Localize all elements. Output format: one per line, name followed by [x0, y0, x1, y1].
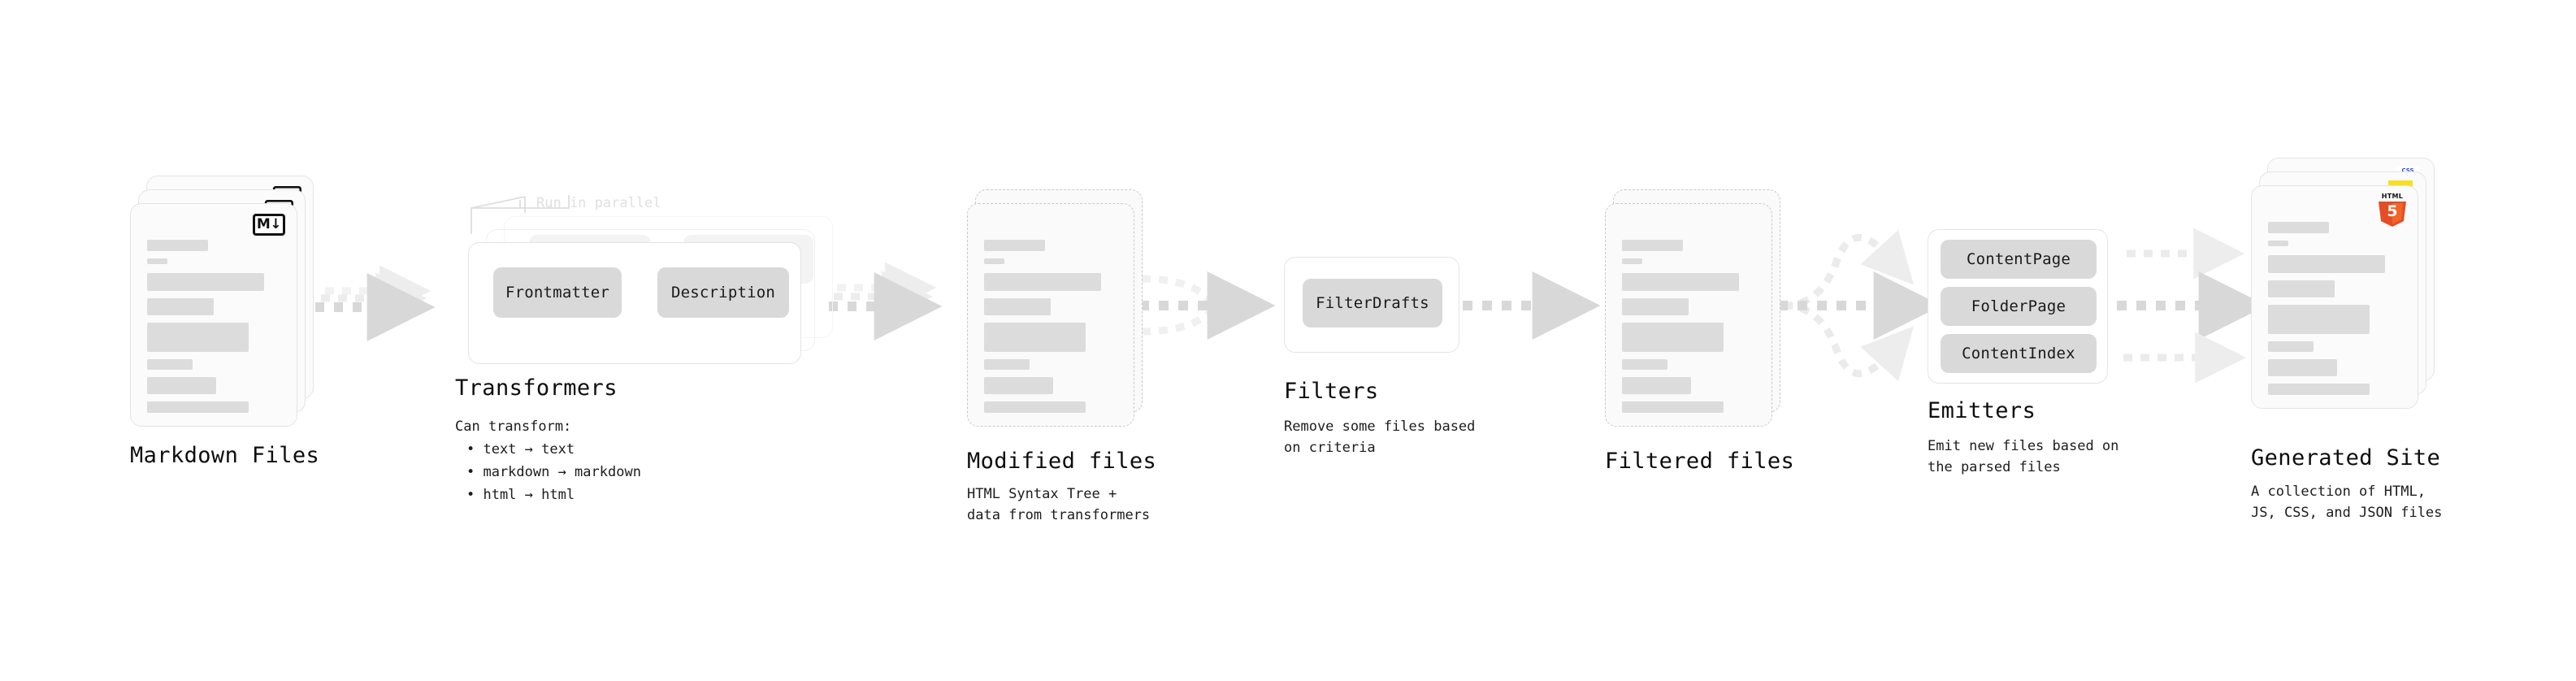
chip-contentpage[interactable]: ContentPage — [1941, 240, 2097, 279]
skeleton-lines — [984, 240, 1117, 420]
stage-title-filtered-files: Filtered files — [1605, 449, 1795, 474]
modified-files-caption: HTML Syntax Tree + data from transformer… — [967, 486, 1151, 524]
filters-caption: Remove some files based on criteria — [1284, 419, 1476, 457]
site-doc-front[interactable]: HTML 5 — [2251, 185, 2418, 409]
emitters-card[interactable]: ContentPage FolderPage ContentIndex — [1928, 229, 2108, 384]
transformers-list-item-1: • markdown → markdown — [466, 464, 641, 480]
html5-shield-inner — [2392, 203, 2403, 224]
connector-filtered-to-emitters — [1778, 229, 1942, 382]
skeleton-lines — [2268, 222, 2401, 402]
connector-md-to-transformers — [315, 265, 436, 341]
chip-filterdrafts[interactable]: FilterDrafts — [1303, 279, 1442, 327]
transformers-card[interactable]: Frontmatter Description — [468, 242, 801, 364]
stage-title-modified-files: Modified files — [967, 449, 1157, 474]
connector-emitters-to-site — [2117, 228, 2267, 384]
transformers-list-item-2: • html → html — [466, 487, 575, 503]
transformers-list-item-0: • text → text — [466, 441, 575, 458]
skeleton-lines — [1622, 240, 1755, 420]
markdown-doc-front[interactable]: M↓ — [130, 203, 297, 427]
filtered-doc-front[interactable] — [1605, 203, 1772, 427]
stage-filters: FilterDrafts — [1284, 257, 1463, 354]
emitters-caption: Emit new files based on the parsed files — [1928, 438, 2119, 476]
stage-title-emitters: Emitters — [1928, 398, 2036, 423]
chip-description[interactable]: Description — [657, 267, 789, 318]
filters-card[interactable]: FilterDrafts — [1284, 257, 1459, 353]
generated-site-caption: A collection of HTML, JS, CSS, and JSON … — [2251, 484, 2443, 522]
stage-title-filters: Filters — [1284, 379, 1379, 404]
html5-digit: 5 — [2387, 202, 2398, 220]
stage-title-markdown-files: Markdown Files — [130, 443, 320, 468]
stage-title-transformers: Transformers — [455, 375, 618, 401]
html5-wordmark: HTML — [2381, 193, 2404, 200]
skeleton-lines — [147, 240, 280, 420]
transformers-caption: Can transform: — [455, 419, 572, 435]
connector-modified-to-filters — [1139, 271, 1276, 340]
chip-contentindex[interactable]: ContentIndex — [1941, 334, 2097, 373]
markdown-icon: M↓ — [253, 214, 285, 236]
chip-folderpage[interactable]: FolderPage — [1941, 287, 2097, 326]
stage-title-generated-site: Generated Site — [2251, 445, 2441, 471]
run-in-parallel-label: Run in parallel — [536, 195, 661, 211]
html5-icon: HTML 5 — [2379, 193, 2406, 227]
modified-doc-front[interactable] — [967, 203, 1134, 427]
stage-emitters: ContentPage FolderPage ContentIndex — [1928, 229, 2114, 385]
stage-transformers: Run in parallel Frontmatter Description — [455, 195, 845, 390]
chip-frontmatter[interactable]: Frontmatter — [493, 267, 622, 318]
